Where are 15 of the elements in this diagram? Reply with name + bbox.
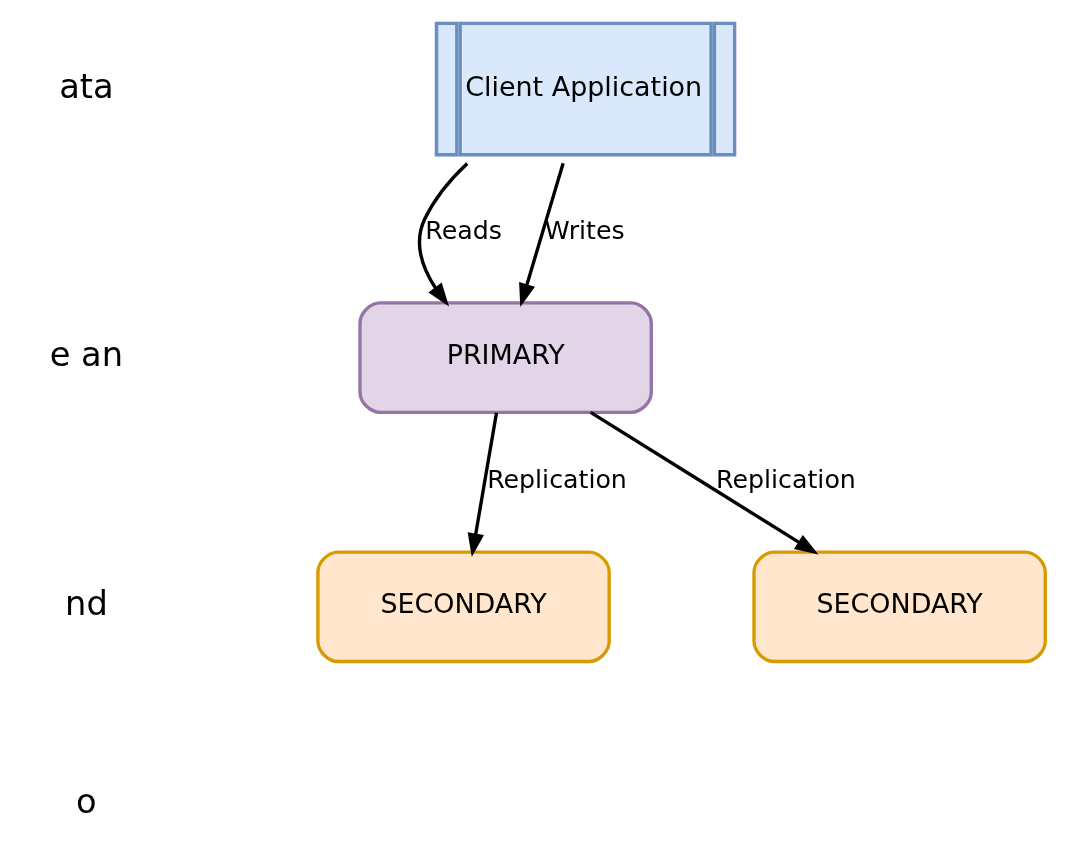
label: o	[75, 782, 97, 822]
arrow	[589, 410, 818, 555]
label: ata	[58, 66, 114, 106]
label: e an	[49, 335, 123, 375]
label: nd	[64, 584, 108, 624]
arrow	[417, 162, 468, 307]
node-box: PRIMARY	[357, 301, 653, 415]
edge-label: Replication	[715, 465, 856, 495]
arrow	[518, 162, 565, 307]
edge-label: Reads	[424, 215, 502, 245]
edge-label: Replication	[486, 465, 627, 495]
arrow	[467, 412, 498, 557]
node-box: SECONDARY	[315, 550, 611, 664]
edge-label: Writes	[544, 215, 625, 245]
node-box: SECONDARY	[751, 550, 1047, 664]
